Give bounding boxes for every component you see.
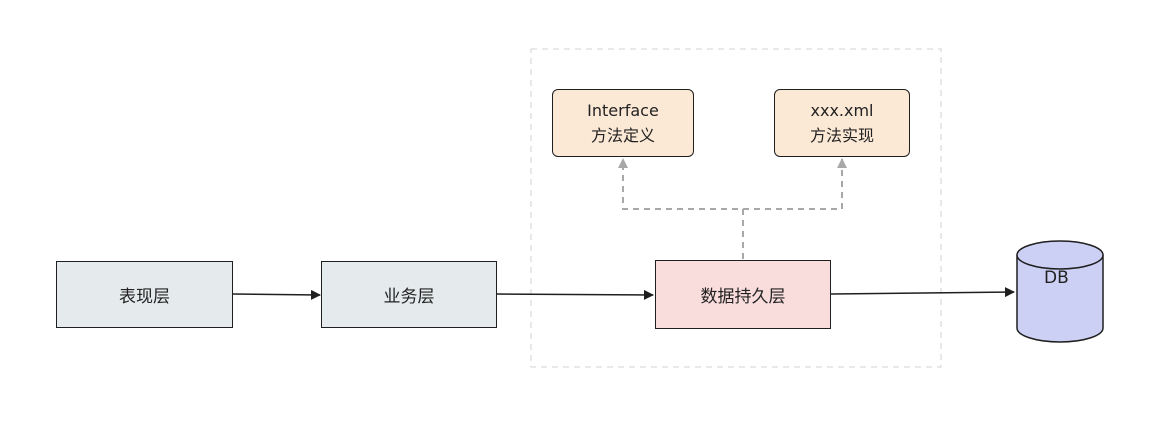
xml-node[interactable]: xxx.xml 方法实现 (774, 89, 910, 157)
db-cylinder[interactable] (1016, 240, 1104, 343)
persistence-layer-label: 数据持久层 (700, 287, 786, 307)
interface-node-line2: 方法定义 (590, 126, 655, 145)
persistence-layer-node[interactable]: 数据持久层 (655, 260, 831, 329)
interface-node[interactable]: Interface 方法定义 (552, 89, 694, 157)
xml-node-line2: 方法实现 (809, 126, 874, 145)
arrow-persistence-to-db (830, 287, 1015, 298)
xml-node-line1: xxx.xml (810, 101, 874, 120)
business-layer-node[interactable]: 业务层 (321, 261, 497, 328)
presentation-layer-node[interactable]: 表现层 (56, 261, 233, 328)
business-layer-label: 业务层 (383, 287, 435, 307)
interface-node-line1: Interface (587, 101, 659, 120)
db-label: DB (1044, 268, 1069, 288)
presentation-layer-label: 表现层 (119, 287, 170, 307)
arrow-presentation-to-business (232, 289, 321, 300)
dashed-arrow-to-xml (743, 158, 847, 210)
arrow-business-to-persistence (496, 289, 654, 300)
dashed-arrow-to-interface (618, 158, 744, 259)
